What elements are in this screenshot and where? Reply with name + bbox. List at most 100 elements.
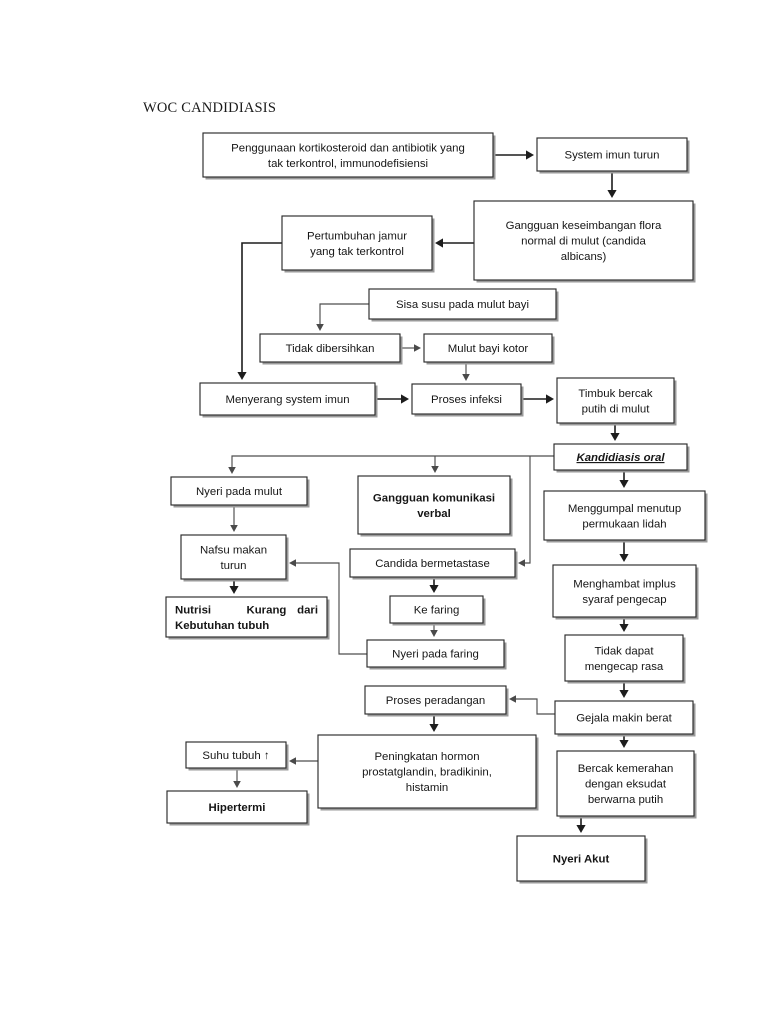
edge-n1-to-n2 (493, 150, 534, 160)
node-box[interactable] (349, 548, 516, 578)
node-box[interactable] (364, 685, 507, 715)
node-box[interactable] (202, 132, 494, 178)
node-box[interactable] (368, 288, 557, 320)
node-box[interactable] (423, 333, 553, 363)
flow-node-n6[interactable]: Tidak dibersihkan (259, 333, 403, 365)
node-label: Tidak dibersihkan (286, 343, 375, 355)
flow-node-n28[interactable]: Nyeri Akut (516, 835, 648, 884)
edge-n24-to-n27 (233, 768, 241, 788)
edge-n11-to-n12 (228, 455, 554, 474)
node-label: Hipertermi (209, 802, 266, 814)
flow-node-n22[interactable]: Proses peradangan (364, 685, 509, 717)
node-box[interactable] (552, 564, 697, 618)
node-box[interactable] (411, 383, 522, 415)
node-label: Menghambat implus (573, 578, 676, 590)
edge-n25-to-n24 (289, 757, 318, 765)
node-box[interactable] (259, 333, 401, 363)
arrow-head-icon (546, 394, 554, 404)
flow-node-n8[interactable]: Menyerang system imun (199, 382, 378, 418)
edge-n10-to-n11 (610, 423, 620, 441)
flow-node-n14[interactable]: Menggumpal menutup permukaan lidah (543, 490, 708, 543)
node-box[interactable] (564, 634, 684, 682)
node-label: Proses infeksi (431, 394, 502, 406)
node-label: permukaan lidah (582, 518, 666, 530)
node-box[interactable] (556, 377, 675, 424)
node-box[interactable] (556, 750, 695, 817)
flow-node-n23[interactable]: Gejala makin berat (554, 700, 696, 737)
flow-node-n16[interactable]: Candida bermetastase (349, 548, 518, 580)
node-label: berwarna putih (588, 794, 663, 806)
node-label: Kandidiasis oral (577, 452, 666, 464)
edge-path (319, 303, 369, 325)
node-box[interactable] (170, 476, 308, 506)
flow-node-n12[interactable]: Nyeri pada mulut (170, 476, 310, 508)
flow-node-n2[interactable]: System imun turun (536, 137, 690, 174)
node-box[interactable] (473, 200, 694, 281)
node-label: Peningkatan hormon (374, 751, 479, 763)
edge-path (524, 456, 531, 564)
node-box[interactable] (166, 790, 308, 824)
node-label: Nyeri pada mulut (196, 486, 283, 498)
node-box[interactable] (165, 596, 328, 638)
edge-path (295, 562, 367, 655)
node-label: Sisa susu pada mulut bayi (396, 299, 529, 311)
node-box[interactable] (536, 137, 688, 172)
node-label: Penggunaan kortikosteroid dan antibiotik… (231, 142, 465, 154)
node-label: turun (221, 560, 247, 572)
edge-n8-to-n9 (375, 394, 409, 404)
node-box[interactable] (199, 382, 376, 416)
flow-node-n19[interactable]: Ke faring (389, 595, 486, 626)
arrow-head-icon (401, 394, 409, 404)
node-box[interactable] (554, 700, 694, 735)
flow-node-n24[interactable]: Suhu tubuh ↑ (185, 741, 289, 771)
flow-node-n7[interactable]: Mulut bayi kotor (423, 333, 555, 365)
flow-node-n5[interactable]: Sisa susu pada mulut bayi (368, 288, 559, 322)
arrow-head-icon (619, 554, 629, 562)
node-box[interactable] (366, 639, 505, 668)
node-box[interactable] (185, 741, 287, 769)
edge-n23-to-n22 (509, 695, 555, 715)
flow-node-n27[interactable]: Hipertermi (166, 790, 310, 826)
node-box[interactable] (543, 490, 706, 541)
arrow-head-icon (429, 724, 439, 732)
node-label: Menggumpal menutup (568, 503, 681, 515)
arrow-head-icon (610, 433, 620, 441)
node-box[interactable] (389, 595, 484, 624)
node-box[interactable] (357, 475, 511, 535)
node-box[interactable] (180, 534, 287, 580)
flow-node-n11[interactable]: Kandidiasis oral (553, 443, 690, 473)
arrow-head-icon (289, 757, 296, 765)
node-label: Gejala makin berat (576, 713, 672, 725)
node-label: Suhu tubuh ↑ (202, 750, 269, 762)
node-box[interactable] (553, 443, 688, 471)
node-box[interactable] (516, 835, 646, 882)
node-label: Kebutuhan tubuh (175, 620, 269, 632)
node-label: Menyerang system imun (225, 394, 349, 406)
edge-n6-to-n7 (400, 344, 421, 352)
arrow-head-icon (518, 559, 525, 567)
node-box[interactable] (317, 734, 537, 809)
edge-path (515, 698, 555, 715)
flow-node-n1[interactable]: Penggunaan kortikosteroid dan antibiotik… (202, 132, 496, 180)
edge-n2-to-n3 (607, 171, 617, 198)
flow-node-n21[interactable]: Nyeri pada faring (366, 639, 507, 670)
node-box[interactable] (281, 215, 433, 271)
arrow-head-icon (619, 624, 629, 632)
edge-n3-to-n4 (435, 238, 474, 248)
edge-n22-to-n25 (429, 714, 439, 732)
flow-node-n9[interactable]: Proses infeksi (411, 383, 524, 417)
page-title: WOC CANDIDIASIS (143, 100, 277, 116)
edge-n20-to-n23 (619, 681, 629, 698)
